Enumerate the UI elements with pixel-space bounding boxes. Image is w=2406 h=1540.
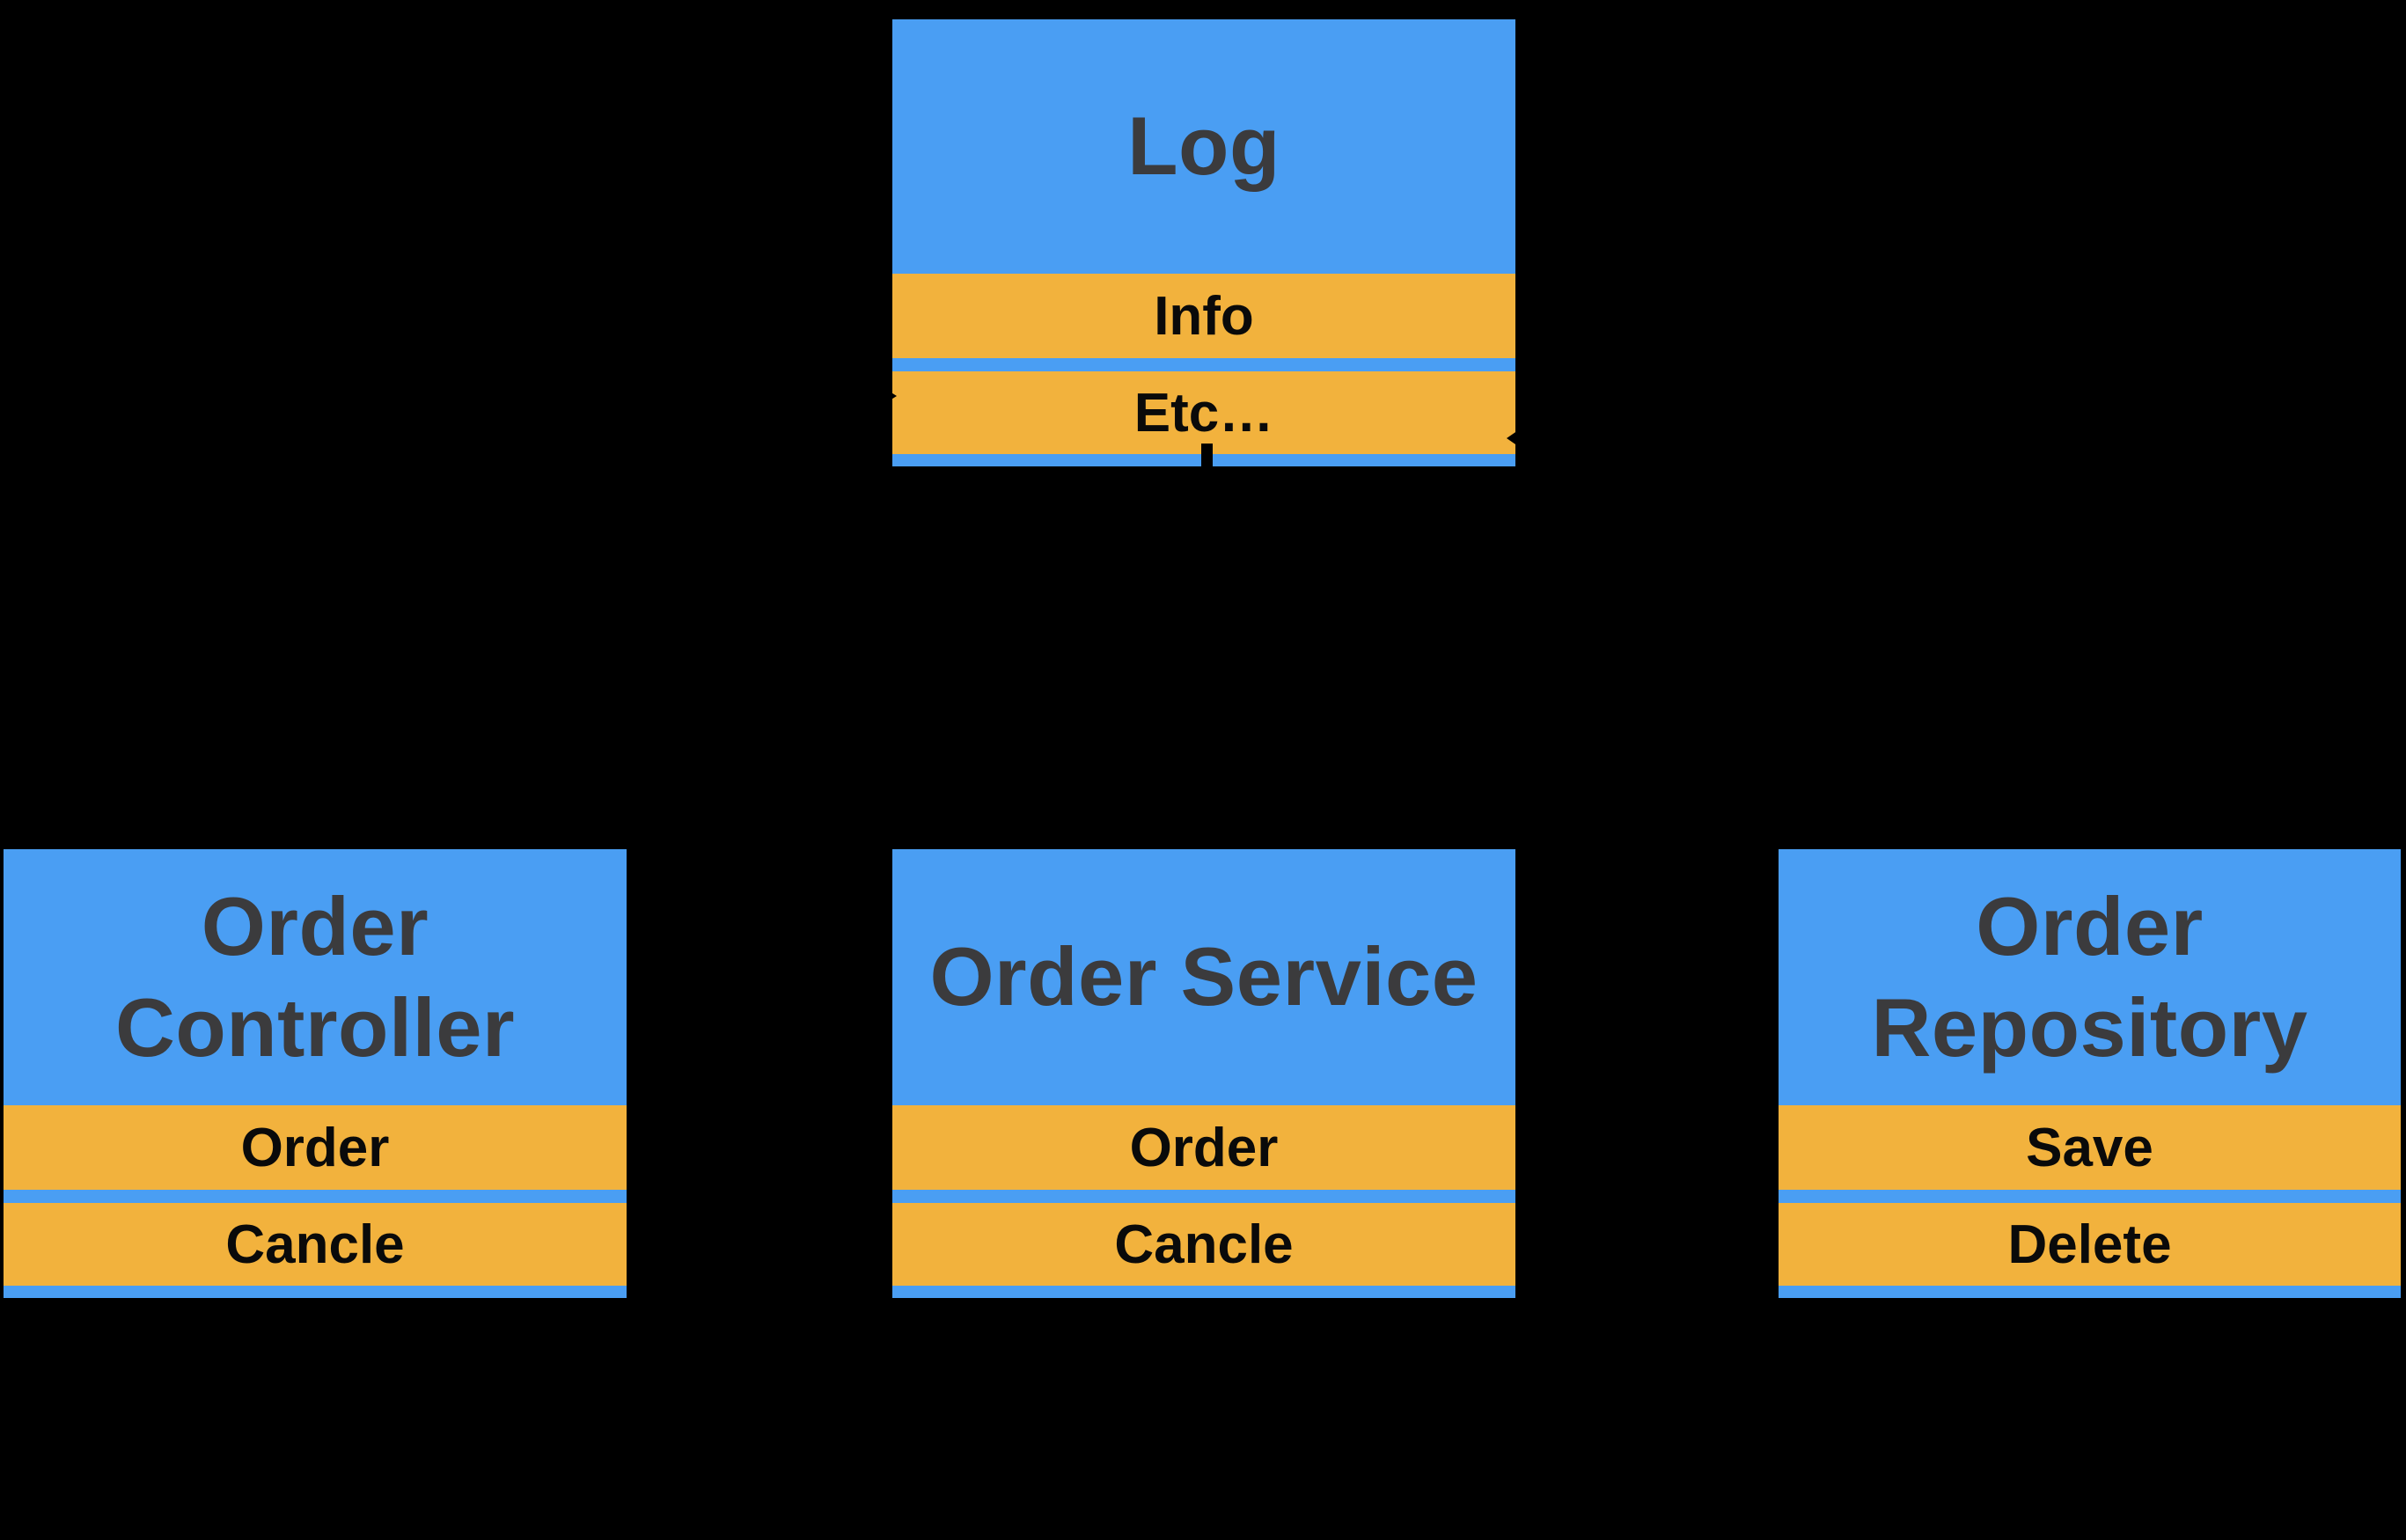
order-controller-row-cancle: Cancle xyxy=(4,1203,627,1286)
order-service-row-cancle: Cancle xyxy=(892,1203,1515,1286)
log-row-etc: Etc… xyxy=(892,371,1515,454)
order-service-row-cancle-label: Cancle xyxy=(1114,1214,1294,1275)
order-repository-row-delete-label: Delete xyxy=(2007,1214,2172,1275)
log-row-etc-label: Etc… xyxy=(1133,382,1274,444)
order-repository-header: Order Repository xyxy=(1779,849,2401,1105)
order-controller-title: Order Controller xyxy=(114,879,516,1074)
connector-stub-icon xyxy=(1201,444,1213,468)
order-service-title: Order Service xyxy=(929,930,1478,1023)
order-controller-row-order: Order xyxy=(4,1105,627,1190)
order-service-header: Order Service xyxy=(892,849,1515,1105)
order-controller-row-order-label: Order xyxy=(240,1117,390,1178)
log-row-info-label: Info xyxy=(1154,285,1254,347)
class-box-log: Log Info Etc… xyxy=(892,19,1515,466)
class-box-order-controller: Order Controller Order Cancle xyxy=(4,849,627,1298)
log-row-info: Info xyxy=(892,274,1515,358)
order-repository-row-save-label: Save xyxy=(2026,1117,2153,1178)
class-box-order-repository: Order Repository Save Delete xyxy=(1779,849,2401,1298)
class-box-order-service: Order Service Order Cancle xyxy=(892,849,1515,1298)
order-repository-row-save: Save xyxy=(1779,1105,2401,1190)
log-header: Log xyxy=(892,19,1515,274)
order-repository-title: Order Repository xyxy=(1871,879,2308,1074)
order-controller-row-cancle-label: Cancle xyxy=(225,1214,405,1275)
connector-arrowhead-right-icon xyxy=(1507,429,1521,448)
connector-arrowhead-left-icon xyxy=(883,387,897,405)
log-title: Log xyxy=(1127,99,1280,193)
order-repository-row-delete: Delete xyxy=(1779,1203,2401,1286)
order-service-row-order: Order xyxy=(892,1105,1515,1190)
order-controller-header: Order Controller xyxy=(4,849,627,1105)
order-service-row-order-label: Order xyxy=(1129,1117,1279,1178)
